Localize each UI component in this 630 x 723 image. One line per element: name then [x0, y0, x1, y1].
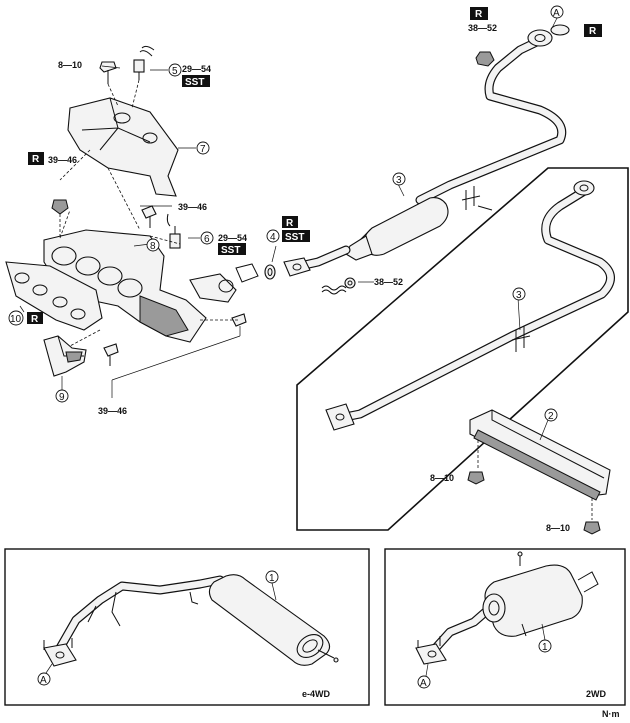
tag-r-left: R [28, 152, 44, 165]
front-pipe-assembly [264, 24, 570, 295]
flange-a [527, 29, 553, 47]
torque-39-46-mid: 39—46 [178, 202, 207, 212]
callout-a-top: A [550, 5, 564, 19]
oxygen-sensor-6 [166, 213, 181, 249]
svg-text:R: R [32, 154, 40, 165]
callout-4: 4 [266, 229, 280, 243]
svg-text:R: R [475, 9, 483, 20]
oxygen-sensor-5 [131, 45, 155, 109]
svg-text:SST: SST [221, 245, 240, 256]
variant-inset-frame [296, 167, 629, 531]
torque-29-54-a: 29—54 [182, 64, 211, 74]
callout-6: 6 [200, 231, 214, 245]
callout-8: 8 [146, 238, 160, 252]
bolts-lower [103, 313, 247, 366]
svg-text:10: 10 [10, 314, 22, 325]
gasket-4 [264, 264, 276, 280]
callout-a-e4wd: A [37, 672, 51, 686]
exhaust-manifold [43, 229, 259, 343]
torque-38-52-mid: 38—52 [374, 277, 403, 287]
inlet-flange [283, 257, 311, 277]
inset-label-e4wd: e-4WD [302, 689, 331, 699]
svg-text:1: 1 [542, 642, 548, 653]
svg-text:9: 9 [59, 392, 65, 403]
svg-text:1: 1 [269, 573, 275, 584]
callout-9: 9 [55, 389, 69, 403]
callout-5: 5 [168, 63, 182, 77]
torque-8-10-right: 8—10 [546, 523, 570, 533]
torque-29-54-b: 29—54 [218, 233, 247, 243]
svg-text:5: 5 [172, 66, 178, 77]
tag-r-top-right: R [584, 24, 602, 37]
torque-8-10-top: 8—10 [58, 60, 82, 70]
inset-e4wd: e-4WD 1 A [4, 548, 370, 706]
callout-a-2wd: A [417, 675, 431, 689]
svg-text:4: 4 [270, 232, 276, 243]
svg-text:A: A [40, 675, 47, 686]
svg-text:A: A [553, 8, 560, 19]
torque-unit: N·m [602, 709, 620, 719]
tag-r-4: R [282, 216, 298, 229]
nut-left [51, 199, 69, 236]
inset-2wd: 2WD 1 A [384, 548, 626, 706]
svg-text:7: 7 [200, 144, 206, 155]
heat-insulator-lower [43, 335, 87, 377]
heat-insulator-upper [67, 97, 179, 197]
tag-sst-4: SST [282, 230, 310, 243]
svg-text:SST: SST [185, 77, 204, 88]
tag-sst-6: SST [218, 243, 246, 256]
svg-text:3: 3 [516, 290, 522, 301]
svg-text:3: 3 [396, 175, 402, 186]
cross-member [467, 409, 611, 535]
torque-39-46-bot: 39—46 [98, 406, 127, 416]
svg-text:R: R [286, 218, 294, 229]
callout-10: 10 [8, 310, 24, 326]
svg-text:8: 8 [150, 241, 156, 252]
callout-3-top: 3 [392, 172, 406, 186]
svg-text:A: A [420, 678, 427, 689]
tag-r-10: R [27, 312, 43, 325]
tag-sst-5: SST [182, 75, 210, 88]
inset-label-2wd: 2WD [586, 689, 607, 699]
manifold-gasket [5, 261, 103, 331]
svg-text:R: R [589, 26, 597, 37]
callout-7: 7 [196, 141, 210, 155]
nut-top [475, 51, 495, 67]
torque-38-52-top: 38—52 [468, 23, 497, 33]
gasket-a [550, 24, 570, 36]
callout-2: 2 [544, 408, 558, 422]
svg-text:2: 2 [548, 411, 554, 422]
catalytic-converter [363, 197, 449, 256]
bolt-39-46 [141, 205, 157, 228]
torque-8-10-left: 8—10 [430, 473, 454, 483]
svg-text:R: R [31, 314, 39, 325]
svg-text:6: 6 [204, 234, 210, 245]
torque-39-46-r: 39—46 [48, 155, 77, 165]
tag-r-top-left: R [470, 7, 488, 20]
callout-3-inset: 3 [512, 287, 526, 301]
main-muffler-2wd [484, 564, 583, 637]
svg-text:SST: SST [285, 232, 304, 243]
spring-bolts [321, 277, 356, 295]
